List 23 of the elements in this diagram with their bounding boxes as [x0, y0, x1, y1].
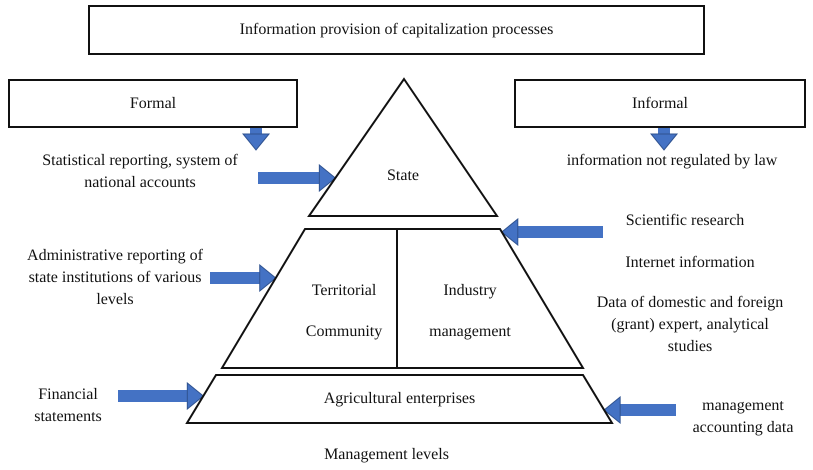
block-arrow — [210, 264, 276, 292]
source-text: Administrative reporting of state institutions of various levels — [20, 245, 210, 337]
source-text: Scientific research — [603, 210, 767, 234]
block-arrow — [242, 128, 270, 150]
title-box: Information provision of capitalization processes — [88, 5, 705, 55]
block-arrow — [650, 128, 678, 150]
block-arrow — [258, 164, 336, 192]
source-text: information not regulated by law — [552, 150, 792, 200]
source-text: Internet information — [604, 252, 776, 276]
category-box: Informal — [514, 79, 806, 128]
caption-text: Management levels — [323, 446, 450, 464]
source-text: management accounting data — [676, 395, 810, 441]
source-text: Statistical reporting, system of national accounts — [22, 150, 258, 200]
category-box: Formal — [8, 79, 298, 128]
block-arrow — [604, 396, 676, 424]
level-label: Agricultural enterprises — [322, 389, 476, 409]
level-label: Industry management — [428, 281, 512, 342]
block-arrow — [118, 382, 204, 410]
source-text: Financial statements — [18, 384, 118, 430]
level-label: State — [386, 166, 420, 186]
source-text: Data of domestic and foreign (grant) expert, analytical studies — [596, 292, 784, 362]
level-label: Territorial Community — [304, 281, 384, 342]
block-arrow — [501, 218, 603, 246]
